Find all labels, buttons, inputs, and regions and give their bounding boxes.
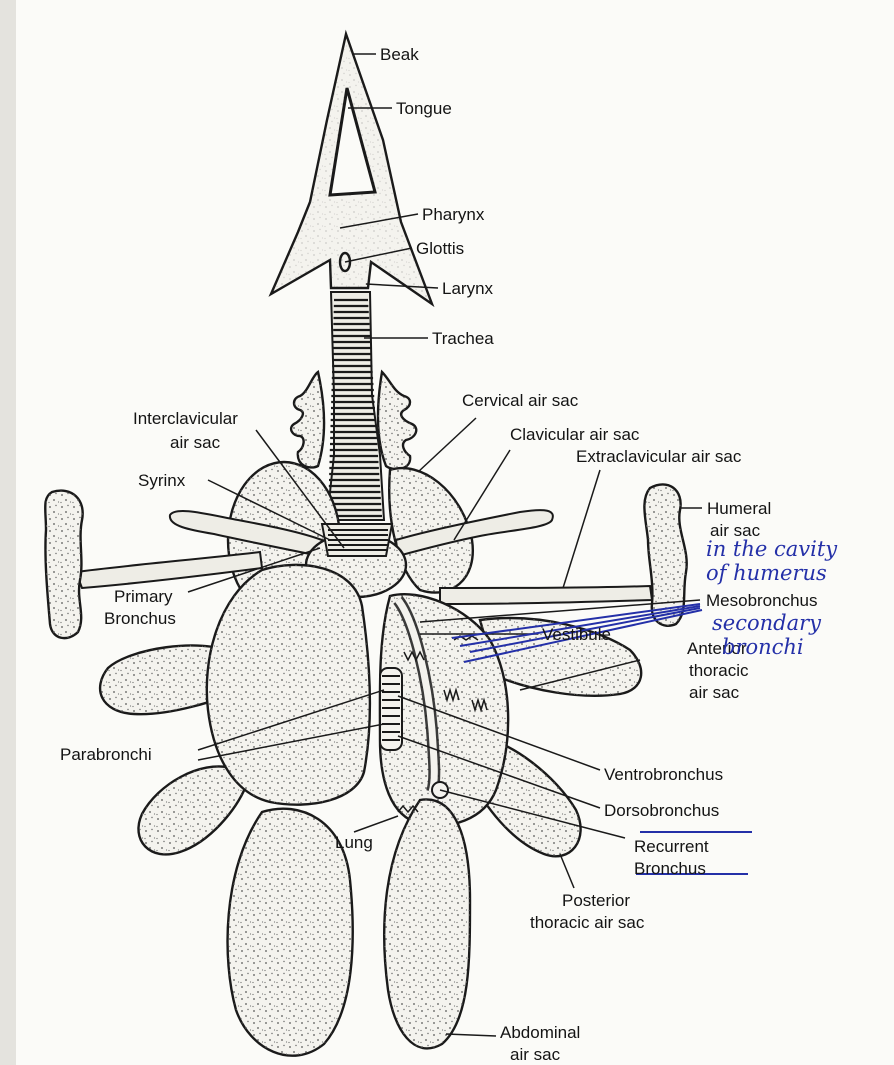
label-interclavicular-line1: Interclavicular xyxy=(133,409,238,428)
label-parabronchi: Parabronchi xyxy=(60,745,152,764)
label-ventrobronchus: Ventrobronchus xyxy=(604,765,723,784)
label-pharynx: Pharynx xyxy=(422,205,485,224)
note-secondary-line1: secondary xyxy=(712,611,822,635)
abdominal-air-sac-right xyxy=(384,799,470,1048)
page-edge-shadow xyxy=(0,0,16,1065)
posterior-thoracic-air-sac-left xyxy=(138,766,246,854)
trachea-tube xyxy=(327,292,384,520)
label-mesobronchus: Mesobronchus xyxy=(706,591,818,610)
cervical-air-sac-left xyxy=(291,372,324,467)
note-humerus-line1: in the cavity xyxy=(706,537,838,561)
label-humeral-line1: Humeral xyxy=(707,499,771,518)
label-cervical-air-sac: Cervical air sac xyxy=(462,391,579,410)
label-interclavicular-line2: air sac xyxy=(170,433,221,452)
label-tongue: Tongue xyxy=(396,99,452,118)
label-lung: Lung xyxy=(335,833,373,852)
label-recurrent-line1: Recurrent xyxy=(634,837,709,856)
note-humerus-line2: of humerus xyxy=(706,561,827,585)
label-larynx: Larynx xyxy=(442,279,494,298)
label-glottis: Glottis xyxy=(416,239,464,258)
label-primary-line2: Bronchus xyxy=(104,609,176,628)
cervical-air-sac-right xyxy=(378,372,416,469)
label-trachea: Trachea xyxy=(432,329,494,348)
label-posterior-line1: Posterior xyxy=(562,891,630,910)
lung-sac-left xyxy=(207,565,370,805)
label-syrinx: Syrinx xyxy=(138,471,186,490)
parabronchi-cluster xyxy=(380,668,402,750)
label-primary-line1: Primary xyxy=(114,587,173,606)
abdominal-air-sac-left xyxy=(228,809,353,1056)
label-clavicular-air-sac: Clavicular air sac xyxy=(510,425,640,444)
label-dorsobronchus: Dorsobronchus xyxy=(604,801,719,820)
label-extraclavicular-air-sac: Extraclavicular air sac xyxy=(576,447,742,466)
label-posterior-line2: thoracic air sac xyxy=(530,913,645,932)
label-anterior-line2: thoracic xyxy=(689,661,749,680)
label-beak: Beak xyxy=(380,45,419,64)
label-recurrent-line2: Bronchus xyxy=(634,859,706,878)
label-vestibule: Vestibule xyxy=(542,625,611,644)
label-anterior-line3: air sac xyxy=(689,683,740,702)
note-secondary-line2: bronchi xyxy=(722,635,804,659)
label-abdominal-line1: Abdominal xyxy=(500,1023,580,1042)
label-abdominal-line2: air sac xyxy=(510,1045,561,1064)
